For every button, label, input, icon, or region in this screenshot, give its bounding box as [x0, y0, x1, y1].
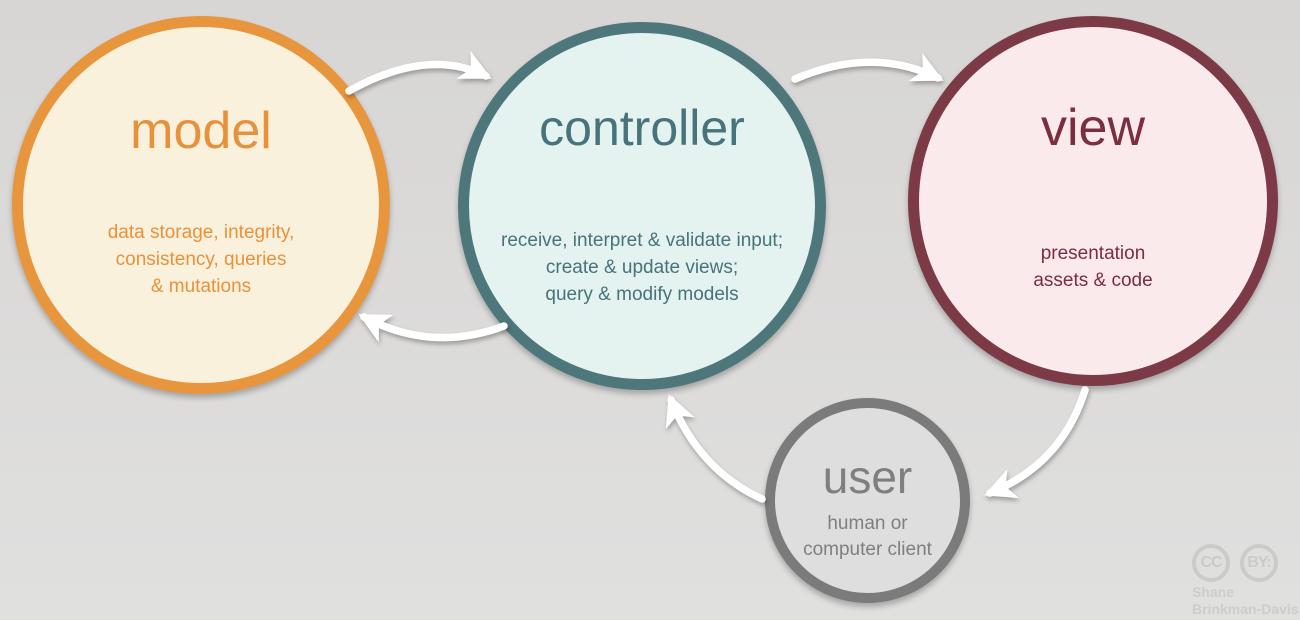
cc-by-icon: BY:	[1240, 544, 1278, 582]
view-desc-line: assets & code	[1033, 270, 1153, 291]
node-model: model data storage, integrity, consisten…	[12, 16, 390, 394]
arrow-controller-to-model	[358, 313, 508, 343]
user-title: user	[822, 451, 913, 503]
arrow-user-to-controller	[665, 394, 766, 503]
arrow-controller-to-view	[791, 53, 944, 83]
user-desc-line: human or	[827, 513, 908, 534]
user-description: human or computer client	[775, 511, 960, 563]
node-view: view presentation assets & code	[908, 16, 1278, 386]
controller-title: controller	[539, 100, 745, 156]
model-title: model	[130, 102, 272, 160]
model-desc-line: data storage, integrity,	[107, 222, 295, 243]
view-description: presentation assets & code	[919, 240, 1267, 294]
controller-desc-line: query & modify models	[545, 284, 739, 305]
cc-icon: CC	[1192, 544, 1230, 582]
view-title: view	[1040, 99, 1146, 157]
node-user: user human or computer client	[765, 398, 970, 603]
license-badges: CC BY:	[1192, 544, 1299, 582]
controller-desc-line: receive, interpret & validate input;	[501, 230, 783, 251]
arrow-view-to-user	[984, 386, 1089, 499]
view-desc-line: presentation	[1040, 243, 1146, 264]
model-desc-line: consistency, queries	[115, 249, 287, 270]
attribution-author-line2: Brinkman-Davis	[1192, 601, 1299, 617]
controller-desc-line: create & update views;	[545, 257, 739, 278]
model-description: data storage, integrity, consistency, qu…	[23, 219, 379, 300]
user-desc-line: computer client	[803, 539, 932, 560]
node-controller: controller receive, interpret & validate…	[458, 22, 826, 390]
attribution-author-line1: Shane	[1192, 584, 1235, 600]
attribution: CC BY: Shane Brinkman-Davis	[1192, 544, 1299, 616]
arrow-model-to-controller	[345, 50, 492, 95]
controller-description: receive, interpret & validate input; cre…	[469, 227, 815, 308]
model-desc-line: & mutations	[150, 276, 252, 297]
